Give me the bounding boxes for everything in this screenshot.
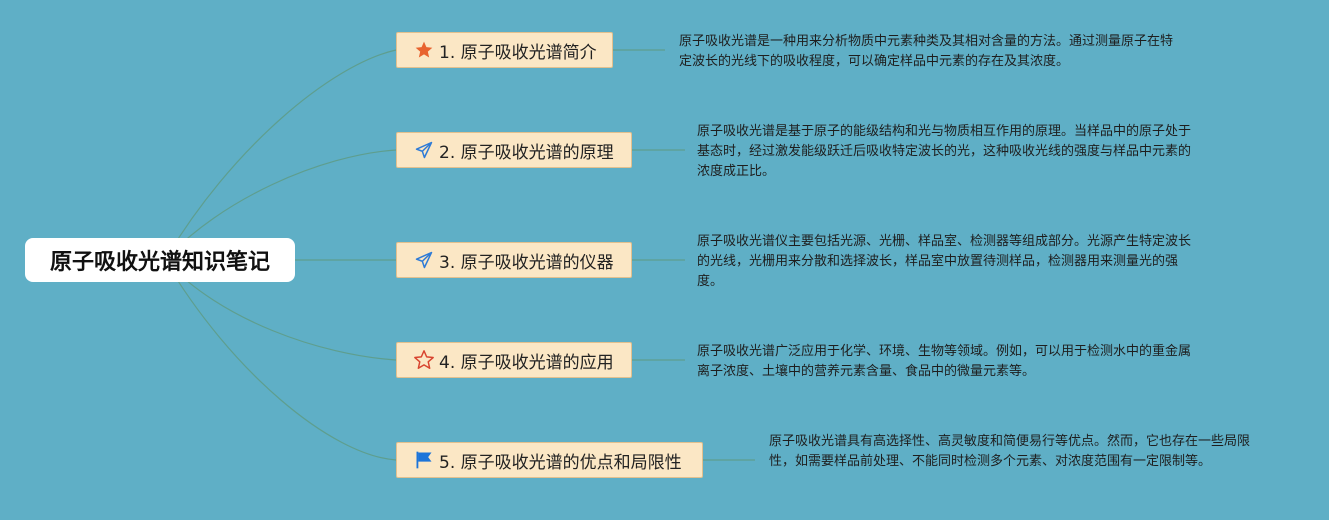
- topic-5-description: 原子吸收光谱具有高选择性、高灵敏度和简便易行等优点。然而，它也存在一些局限性，如…: [769, 434, 1251, 469]
- paper-plane-icon: [413, 249, 435, 271]
- root-topic[interactable]: 原子吸收光谱知识笔记: [25, 238, 295, 282]
- topic-4[interactable]: 4. 原子吸收光谱的应用: [396, 342, 632, 378]
- topic-1-description: 原子吸收光谱是一种用来分析物质中元素种类及其相对含量的方法。通过测量原子在特定波…: [679, 34, 1174, 69]
- connector-root-topic-5: [164, 259, 397, 461]
- topic-3-description: 原子吸收光谱仪主要包括光源、光栅、样品室、检测器等组成部分。光源产生特定波长的光…: [697, 234, 1192, 289]
- topic-3-label: 3. 原子吸收光谱的仪器: [439, 252, 614, 273]
- topic-5[interactable]: 5. 原子吸收光谱的优点和局限性: [396, 442, 703, 478]
- connector-root-topic-2: [164, 149, 397, 261]
- flag-icon: [413, 449, 435, 471]
- connector-root-topic-1: [164, 49, 397, 261]
- topic-2[interactable]: 2. 原子吸收光谱的原理: [396, 132, 632, 168]
- topic-3[interactable]: 3. 原子吸收光谱的仪器: [396, 242, 632, 278]
- star-outline-icon: [413, 349, 435, 371]
- topic-4-description: 原子吸收光谱广泛应用于化学、环境、生物等领域。例如，可以用于检测水中的重金属离子…: [697, 344, 1192, 379]
- topic-5-label: 5. 原子吸收光谱的优点和局限性: [439, 452, 682, 473]
- topic-2-label: 2. 原子吸收光谱的原理: [439, 142, 614, 163]
- topic-2-description: 原子吸收光谱是基于原子的能级结构和光与物质相互作用的原理。当样品中的原子处于基态…: [697, 124, 1192, 179]
- topic-4-label: 4. 原子吸收光谱的应用: [439, 352, 614, 373]
- star-filled-icon: [413, 39, 435, 61]
- root-title: 原子吸收光谱知识笔记: [49, 250, 270, 275]
- paper-plane-icon: [413, 139, 435, 161]
- topic-1-label: 1. 原子吸收光谱简介: [439, 42, 597, 63]
- topic-1[interactable]: 1. 原子吸收光谱简介: [396, 32, 613, 68]
